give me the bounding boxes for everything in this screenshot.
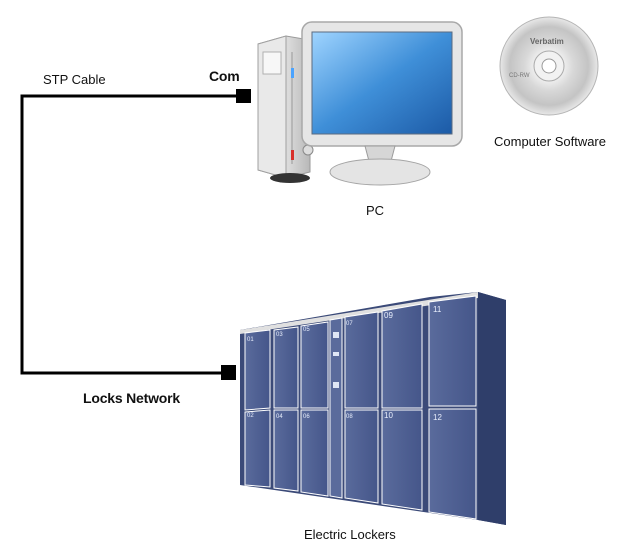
computer-software-label: Computer Software (494, 134, 606, 149)
network-connector (221, 365, 236, 380)
locker-number-08: 08 (346, 414, 353, 420)
locker-number-01: 01 (247, 337, 254, 343)
com-port-label: Com (209, 68, 240, 84)
locker-number-12: 12 (433, 413, 442, 422)
locker-number-04: 04 (276, 414, 283, 420)
cd-type-text: CD-RW (509, 73, 530, 79)
pc-tower (257, 35, 314, 183)
locker-number-05: 05 (303, 327, 310, 333)
locker-number-07: 07 (346, 321, 353, 327)
electric-lockers-label: Electric Lockers (304, 527, 396, 542)
locker-number-02: 02 (247, 413, 254, 419)
cd-brand-text: Verbatim (530, 37, 564, 46)
pc-label: PC (366, 203, 385, 218)
pc-monitor (301, 21, 463, 186)
stp-cable-line (20, 89, 251, 380)
locker-number-09: 09 (384, 311, 393, 320)
locker-number-03: 03 (276, 332, 283, 338)
locks-network-label: Locks Network (83, 390, 180, 406)
stp-cable-label: STP Cable (43, 72, 106, 87)
electric-lockers (240, 292, 506, 525)
com-port-connector (236, 89, 251, 103)
cd-disc-icon: Verbatim CD-RW (499, 16, 599, 116)
locker-number-10: 10 (384, 411, 393, 420)
locker-number-layer: 01 02 03 04 05 06 07 08 09 10 11 12 (247, 305, 442, 422)
locker-number-11: 11 (433, 305, 442, 314)
locker-number-06: 06 (303, 414, 310, 420)
